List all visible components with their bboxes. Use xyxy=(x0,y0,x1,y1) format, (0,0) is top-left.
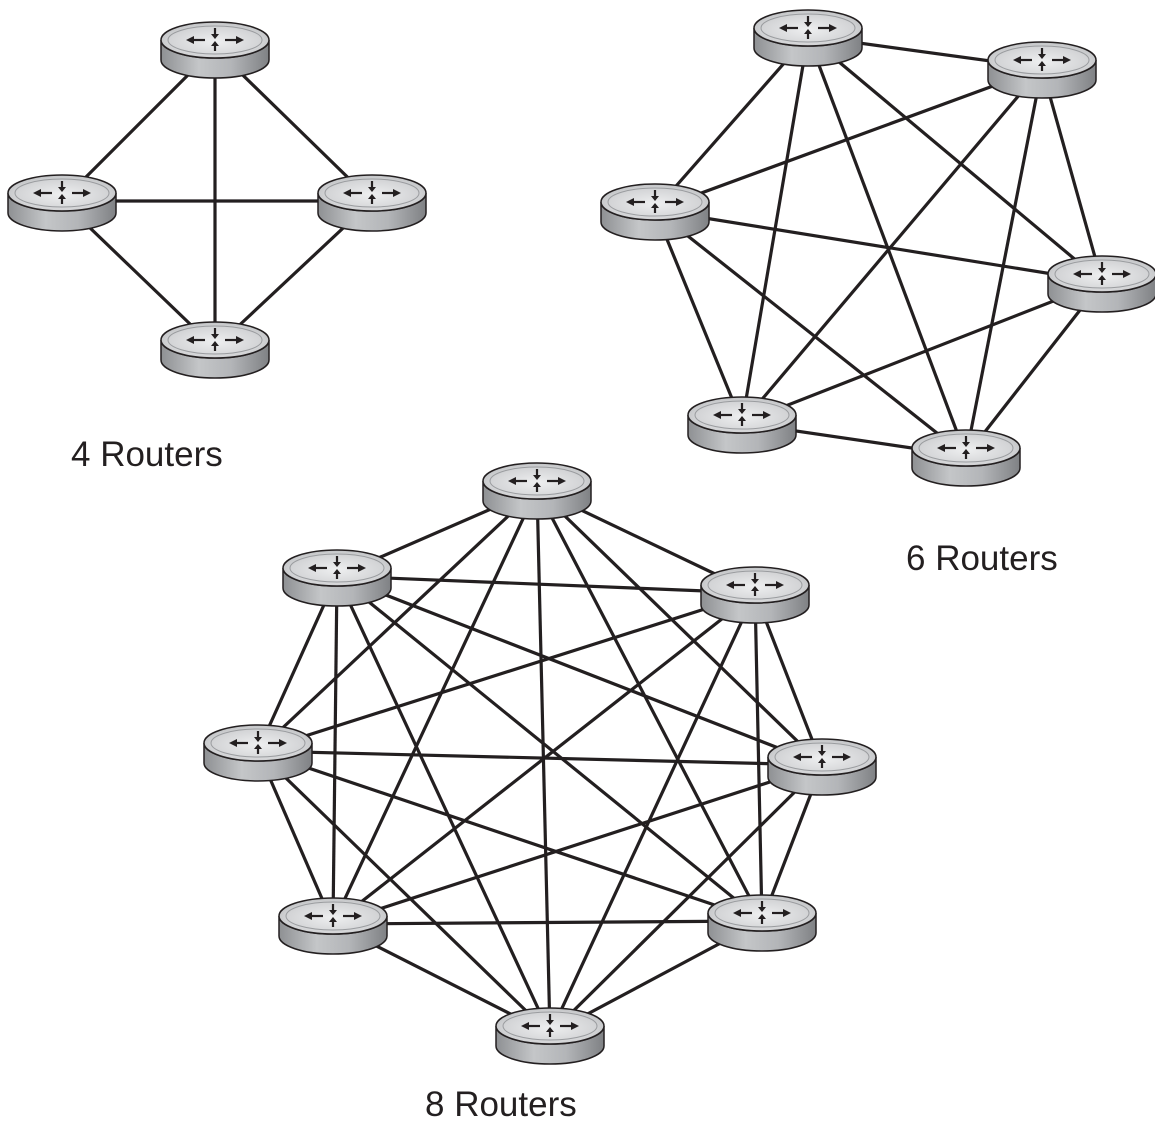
mesh-8-router-icon xyxy=(707,894,817,952)
mesh-link xyxy=(336,574,756,595)
mesh-link xyxy=(336,574,823,767)
mesh-link xyxy=(654,208,1103,284)
mesh-link xyxy=(964,67,1044,457)
mesh-6-router-icon xyxy=(753,9,863,67)
mesh-link xyxy=(740,66,1044,425)
router-arrows-icon xyxy=(343,181,401,204)
mesh-link xyxy=(256,487,539,753)
router-arrows-icon xyxy=(521,1014,579,1037)
mesh-4-router-icon xyxy=(317,174,427,232)
mesh-link xyxy=(806,34,1104,284)
mesh-4-routers xyxy=(7,21,427,379)
mesh-link xyxy=(332,919,763,926)
mesh-link xyxy=(331,488,539,925)
mesh-link xyxy=(335,574,764,923)
router-arrows-icon xyxy=(937,436,995,459)
mesh-8-router-icon xyxy=(282,549,392,607)
mesh-8-caption: 8 Routers xyxy=(425,1085,577,1122)
mesh-link xyxy=(257,591,756,753)
mesh-link xyxy=(741,280,1103,425)
router-arrows-icon xyxy=(304,904,362,927)
router-arrows-icon xyxy=(779,16,837,39)
mesh-8-router-icon xyxy=(495,1007,605,1065)
mesh-link xyxy=(331,575,339,925)
router-arrows-icon xyxy=(186,328,244,351)
mesh-link xyxy=(257,749,823,767)
router-arrows-icon xyxy=(733,901,791,924)
mesh-link xyxy=(1040,67,1104,283)
mesh-6-router-icon xyxy=(600,183,710,241)
router-arrows-icon xyxy=(626,190,684,213)
mesh-8-router-icon xyxy=(203,724,313,782)
mesh-6-router-icon xyxy=(1047,255,1155,313)
mesh-link xyxy=(548,763,824,1036)
mesh-6-router-icon xyxy=(687,396,797,454)
mesh-link xyxy=(753,592,764,922)
mesh-link xyxy=(257,749,763,923)
mesh-link xyxy=(548,592,757,1035)
mesh-4-caption: 4 Routers xyxy=(71,435,223,474)
mesh-8-router-icon xyxy=(700,566,810,624)
mesh-link xyxy=(535,488,764,922)
router-arrows-icon xyxy=(308,556,366,579)
router-arrows-icon xyxy=(1013,48,1071,71)
mesh-link xyxy=(654,66,1043,212)
router-arrows-icon xyxy=(186,28,244,51)
router-arrows-icon xyxy=(229,731,287,754)
mesh-6-router-icon xyxy=(987,41,1097,99)
mesh-8-router-icon xyxy=(278,897,388,955)
mesh-4-router-icon xyxy=(160,321,270,379)
mesh-4-router-icon xyxy=(7,174,117,232)
mesh-link xyxy=(332,763,823,926)
router-arrows-icon xyxy=(793,745,851,768)
mesh-link xyxy=(653,34,810,212)
mesh-link xyxy=(654,208,967,458)
mesh-6-links xyxy=(653,34,1104,458)
mesh-8-routers xyxy=(203,462,877,1065)
mesh-4-router-icon xyxy=(160,21,270,79)
mesh-8-router-icon xyxy=(482,462,592,520)
router-arrows-icon xyxy=(33,181,91,204)
mesh-6-routers xyxy=(600,9,1155,487)
router-arrows-icon xyxy=(713,403,771,426)
mesh-6-router-icon xyxy=(911,429,1021,487)
mesh-link xyxy=(535,487,824,767)
mesh-link xyxy=(653,209,744,424)
router-arrows-icon xyxy=(508,469,566,492)
mesh-link xyxy=(256,749,552,1036)
router-arrows-icon xyxy=(1073,262,1131,285)
mesh-6-caption: 6 Routers xyxy=(906,539,1058,578)
mesh-link xyxy=(335,575,552,1035)
mesh-8-router-icon xyxy=(767,738,877,796)
router-arrows-icon xyxy=(726,573,784,596)
mesh-link xyxy=(535,488,552,1035)
